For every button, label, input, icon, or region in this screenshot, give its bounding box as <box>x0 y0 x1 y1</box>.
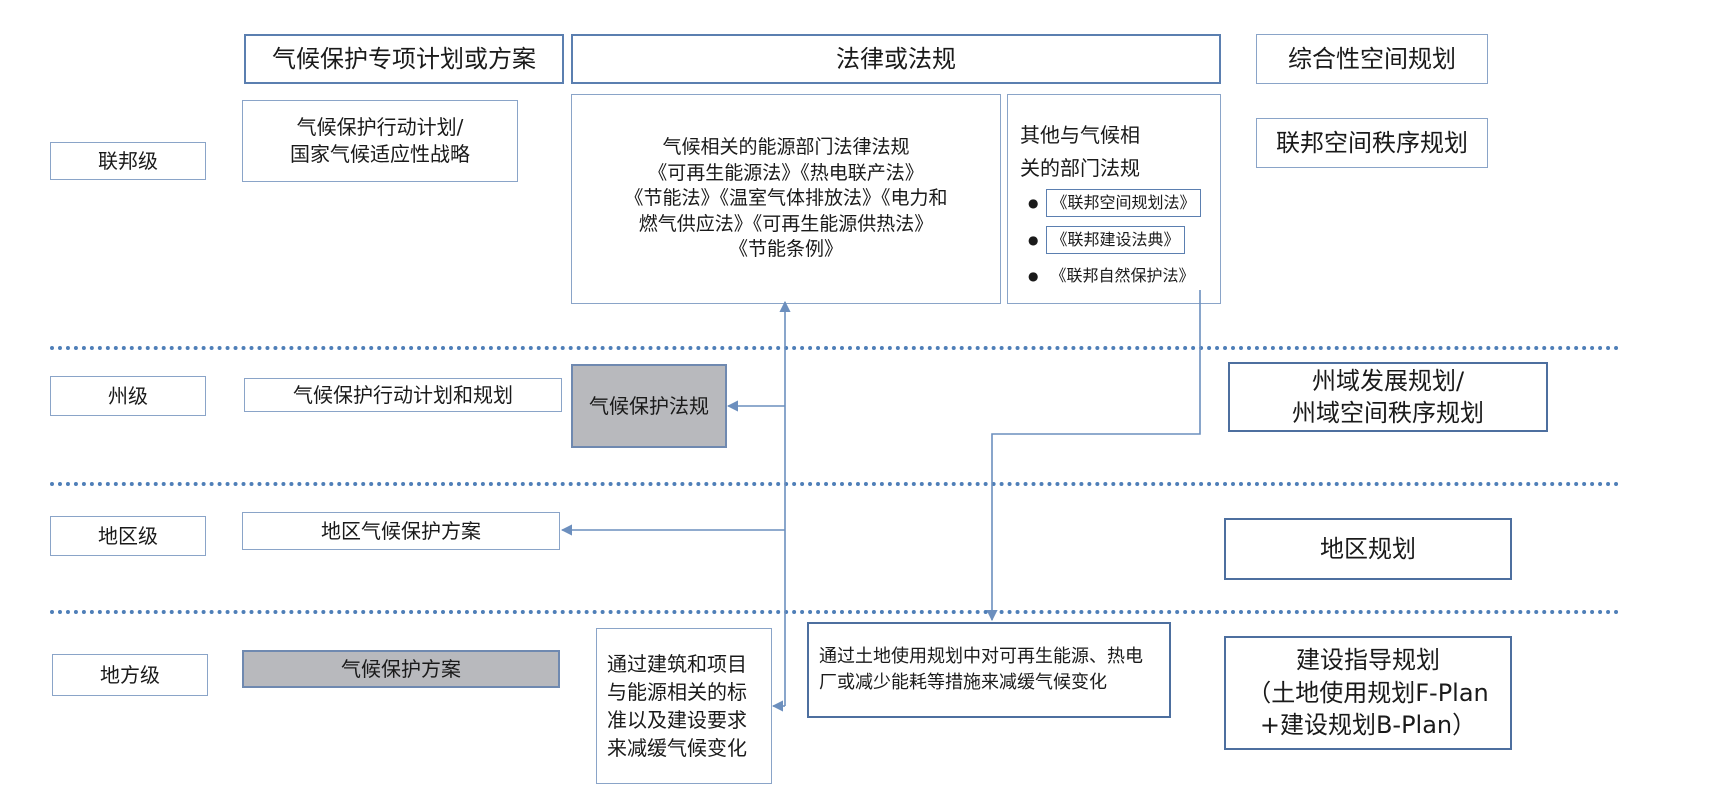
column-header-spatial-label: 综合性空间规划 <box>1288 44 1456 73</box>
regional-plan-label: 地区气候保护方案 <box>321 518 481 543</box>
energy-laws-title: 气候相关的能源部门法律法规 <box>662 135 910 158</box>
federal-plan-box: 气候保护行动计划/ 国家气候适应性战略 <box>242 100 518 182</box>
other-laws-item: ● 《联邦空间规划法》 <box>1028 189 1201 217</box>
separator-state-regional <box>50 482 1620 486</box>
level-local: 地方级 <box>52 654 208 696</box>
column-header-plans-label: 气候保护专项计划或方案 <box>272 44 536 73</box>
local-land-measures-text: 通过土地使用规划中对可再生能源、热电厂或减少能耗等措施来减缓气候变化 <box>819 645 1143 693</box>
other-laws-item: ● 《联邦自然保护法》 <box>1028 263 1199 289</box>
column-header-spatial: 综合性空间规划 <box>1256 34 1488 84</box>
local-building-measures-box: 通过建筑和项目与能源相关的标准以及建设要求来减缓气候变化 <box>596 628 772 784</box>
state-law-label: 气候保护法规 <box>589 393 709 418</box>
energy-laws-line-4: 《节能条例》 <box>728 238 843 261</box>
local-spatial-box: 建设指导规划 （土地使用规划F-Plan +建设规划B-Plan） <box>1224 636 1512 750</box>
local-building-measures-text: 通过建筑和项目与能源相关的标准以及建设要求来减缓气候变化 <box>607 652 747 760</box>
level-federal: 联邦级 <box>50 142 206 180</box>
state-spatial-line-2: 州域空间秩序规划 <box>1292 399 1484 427</box>
state-law-box: 气候保护法规 <box>571 364 727 448</box>
bullet-icon: ● <box>1028 232 1039 247</box>
level-state-label: 州级 <box>108 383 148 408</box>
federal-spatial-box: 联邦空间秩序规划 <box>1256 118 1488 168</box>
energy-laws-line-2: 《节能法》《温室气体排放法》《电力和 <box>624 187 948 210</box>
state-plan-label: 气候保护行动计划和规划 <box>293 382 513 407</box>
path-federal-to-land-measures <box>986 290 1201 622</box>
separator-federal-state <box>50 346 1620 350</box>
local-spatial-line-2: （土地使用规划F-Plan <box>1247 678 1489 707</box>
other-laws-item-label: 《联邦建设法典》 <box>1046 226 1185 254</box>
federal-plan-line-2: 国家气候适应性战略 <box>290 142 470 166</box>
level-federal-label: 联邦级 <box>98 148 158 173</box>
other-laws-item: ● 《联邦建设法典》 <box>1028 226 1185 254</box>
other-laws-title-line-2: 关的部门法规 <box>1020 156 1140 180</box>
local-spatial-line-1: 建设指导规划 <box>1296 646 1440 675</box>
bullet-icon: ● <box>1028 268 1039 283</box>
regional-spatial-label: 地区规划 <box>1320 534 1416 563</box>
federal-plan-line-1: 气候保护行动计划/ <box>296 115 464 139</box>
state-plan-box: 气候保护行动计划和规划 <box>244 378 562 412</box>
local-plan-label: 气候保护方案 <box>341 656 461 681</box>
state-spatial-box: 州域发展规划/ 州域空间秩序规划 <box>1228 362 1548 432</box>
regional-plan-box: 地区气候保护方案 <box>242 512 560 550</box>
other-laws-title-line-1: 其他与气候相 <box>1020 123 1140 147</box>
separator-regional-local <box>50 610 1620 614</box>
level-regional: 地区级 <box>50 516 206 556</box>
column-header-laws-label: 法律或法规 <box>836 44 956 73</box>
level-state: 州级 <box>50 376 206 416</box>
energy-laws-line-1: 《可再生能源法》《热电联产法》 <box>648 161 924 184</box>
energy-laws-line-3: 燃气供应法》《可再生能源供热法》 <box>638 212 934 235</box>
bullet-icon: ● <box>1028 195 1039 210</box>
federal-spatial-label: 联邦空间秩序规划 <box>1276 128 1468 157</box>
state-spatial-line-1: 州域发展规划/ <box>1311 366 1465 395</box>
other-laws-item-label: 《联邦自然保护法》 <box>1050 266 1195 285</box>
local-land-measures-box: 通过土地使用规划中对可再生能源、热电厂或减少能耗等措施来减缓气候变化 <box>807 622 1171 718</box>
level-local-label: 地方级 <box>100 662 160 687</box>
column-header-laws: 法律或法规 <box>571 34 1221 84</box>
local-spatial-line-3: +建设规划B-Plan） <box>1259 711 1477 740</box>
federal-energy-laws-box: 气候相关的能源部门法律法规 《可再生能源法》《热电联产法》 《节能法》《温室气体… <box>571 94 1001 304</box>
local-plan-box: 气候保护方案 <box>242 650 560 688</box>
regional-spatial-box: 地区规划 <box>1224 518 1512 580</box>
level-regional-label: 地区级 <box>98 523 158 548</box>
column-header-plans: 气候保护专项计划或方案 <box>244 34 564 84</box>
other-laws-item-label: 《联邦空间规划法》 <box>1046 189 1201 217</box>
federal-other-laws-box: 其他与气候相 关的部门法规 ● 《联邦空间规划法》 ● 《联邦建设法典》 ● 《… <box>1007 94 1221 304</box>
